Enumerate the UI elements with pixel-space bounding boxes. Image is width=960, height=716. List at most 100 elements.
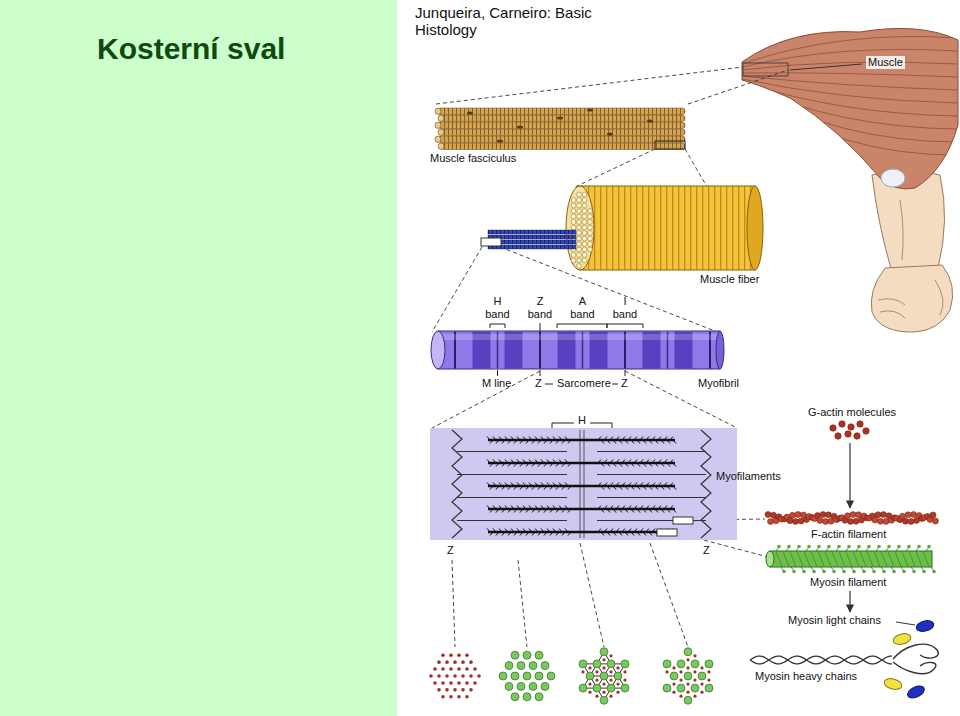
- myosin-dot: [663, 660, 671, 668]
- myosin-head: [532, 509, 535, 513]
- myofibril-end: [582, 225, 587, 230]
- filament-stripe: [909, 552, 915, 567]
- myosin-head: [912, 570, 916, 574]
- myosin-dot: [614, 672, 622, 680]
- myosin-head: [493, 506, 496, 510]
- myosin-head: [529, 460, 532, 464]
- myosin-head: [631, 532, 634, 536]
- filament-stripe: [881, 552, 887, 567]
- myosin-head: [568, 463, 571, 467]
- thin-filament: [597, 474, 706, 475]
- myosin-head: [643, 440, 646, 444]
- myosin-head: [520, 509, 523, 513]
- myosin-head: [496, 463, 499, 467]
- f-actin-bead: [798, 518, 804, 524]
- thin-filament: [597, 497, 706, 498]
- actin-dot: [477, 674, 481, 678]
- myosin-head: [827, 545, 831, 549]
- filament-stripe: [839, 552, 845, 567]
- tendon: [881, 169, 905, 187]
- myosin-head: [505, 506, 508, 510]
- myosin-head: [802, 570, 806, 574]
- myosin-head: [598, 529, 601, 533]
- leader-line: [540, 370, 541, 376]
- myosin-head: [658, 483, 661, 487]
- actin-dot: [602, 666, 605, 669]
- zoom-marker: [673, 517, 693, 524]
- myosin-head: [661, 463, 664, 467]
- myosin-dot: [698, 672, 706, 680]
- actin-dot: [473, 667, 477, 671]
- filament-stripe: [888, 552, 894, 567]
- actin-dot: [441, 695, 445, 699]
- myosin-head: [655, 440, 658, 444]
- striation: [742, 79, 958, 103]
- myosin-head: [631, 509, 634, 513]
- myosin-head: [601, 463, 604, 467]
- myosin-head: [601, 532, 604, 536]
- myofibril-end: [577, 209, 582, 214]
- g-actin: [854, 433, 860, 439]
- myofibril-end: [582, 253, 587, 258]
- myosin-head: [526, 532, 529, 536]
- myosin-head: [649, 463, 652, 467]
- f-actin-bead: [845, 513, 851, 519]
- myofibril-end: [582, 220, 587, 225]
- actin-dot: [672, 666, 675, 669]
- myosin-dot: [517, 662, 525, 670]
- myosin-head: [658, 460, 661, 464]
- myosin-dot: [505, 662, 513, 670]
- actin-dot: [453, 674, 457, 678]
- myosin-dot: [547, 672, 555, 680]
- myosin-head: [517, 529, 520, 533]
- myofibril-end: [571, 220, 576, 225]
- myosin-dot: [600, 648, 608, 656]
- myosin-head: [562, 486, 565, 490]
- band-label: M line: [482, 377, 511, 390]
- myosin-head: [649, 509, 652, 513]
- myosin-head: [514, 463, 517, 467]
- myosin-head: [646, 437, 649, 441]
- myosin-dot: [523, 693, 531, 701]
- f-actin-bead: [930, 512, 936, 518]
- zoom-marker: [655, 141, 685, 149]
- myofibril-end: [571, 253, 576, 258]
- zoom-marker: [743, 63, 788, 76]
- myosin-head: [535, 460, 538, 464]
- actin-dot: [588, 691, 591, 694]
- myosin-head: [490, 486, 493, 490]
- myosin-head-chain: [893, 662, 936, 674]
- myosin-head: [667, 509, 670, 513]
- myosin-head: [493, 483, 496, 487]
- myosin-dot: [705, 684, 713, 692]
- f-actin-bead: [790, 512, 796, 518]
- myosin-head: [927, 545, 931, 549]
- fiber-end: [435, 108, 441, 114]
- myosin-head: [547, 506, 550, 510]
- myosin-head: [502, 440, 505, 444]
- myosin-head: [541, 437, 544, 441]
- myofibril-end: [588, 242, 593, 247]
- actin-dot: [616, 691, 619, 694]
- myosin-head: [625, 440, 628, 444]
- fascicle-fiber: [438, 108, 685, 115]
- zoom-marker: [481, 238, 501, 246]
- actin-dot: [465, 667, 469, 671]
- actin-dot: [595, 695, 598, 698]
- myosin-dot: [663, 684, 671, 692]
- myosin-head: [496, 509, 499, 513]
- striation: [742, 49, 958, 67]
- myosin-head: [502, 509, 505, 513]
- myosin-head: [932, 570, 936, 574]
- actin-dot: [453, 660, 457, 664]
- myosin-head: [634, 483, 637, 487]
- myosin-dot: [529, 682, 537, 690]
- protruding-myofibril: [488, 230, 576, 234]
- f-actin-bead: [903, 518, 909, 524]
- f-actin-bead: [768, 519, 774, 525]
- nucleus: [557, 117, 563, 120]
- myosin-head: [517, 483, 520, 487]
- myosin-head: [532, 532, 535, 536]
- process-arrow: [849, 591, 850, 612]
- myosin-head: [619, 532, 622, 536]
